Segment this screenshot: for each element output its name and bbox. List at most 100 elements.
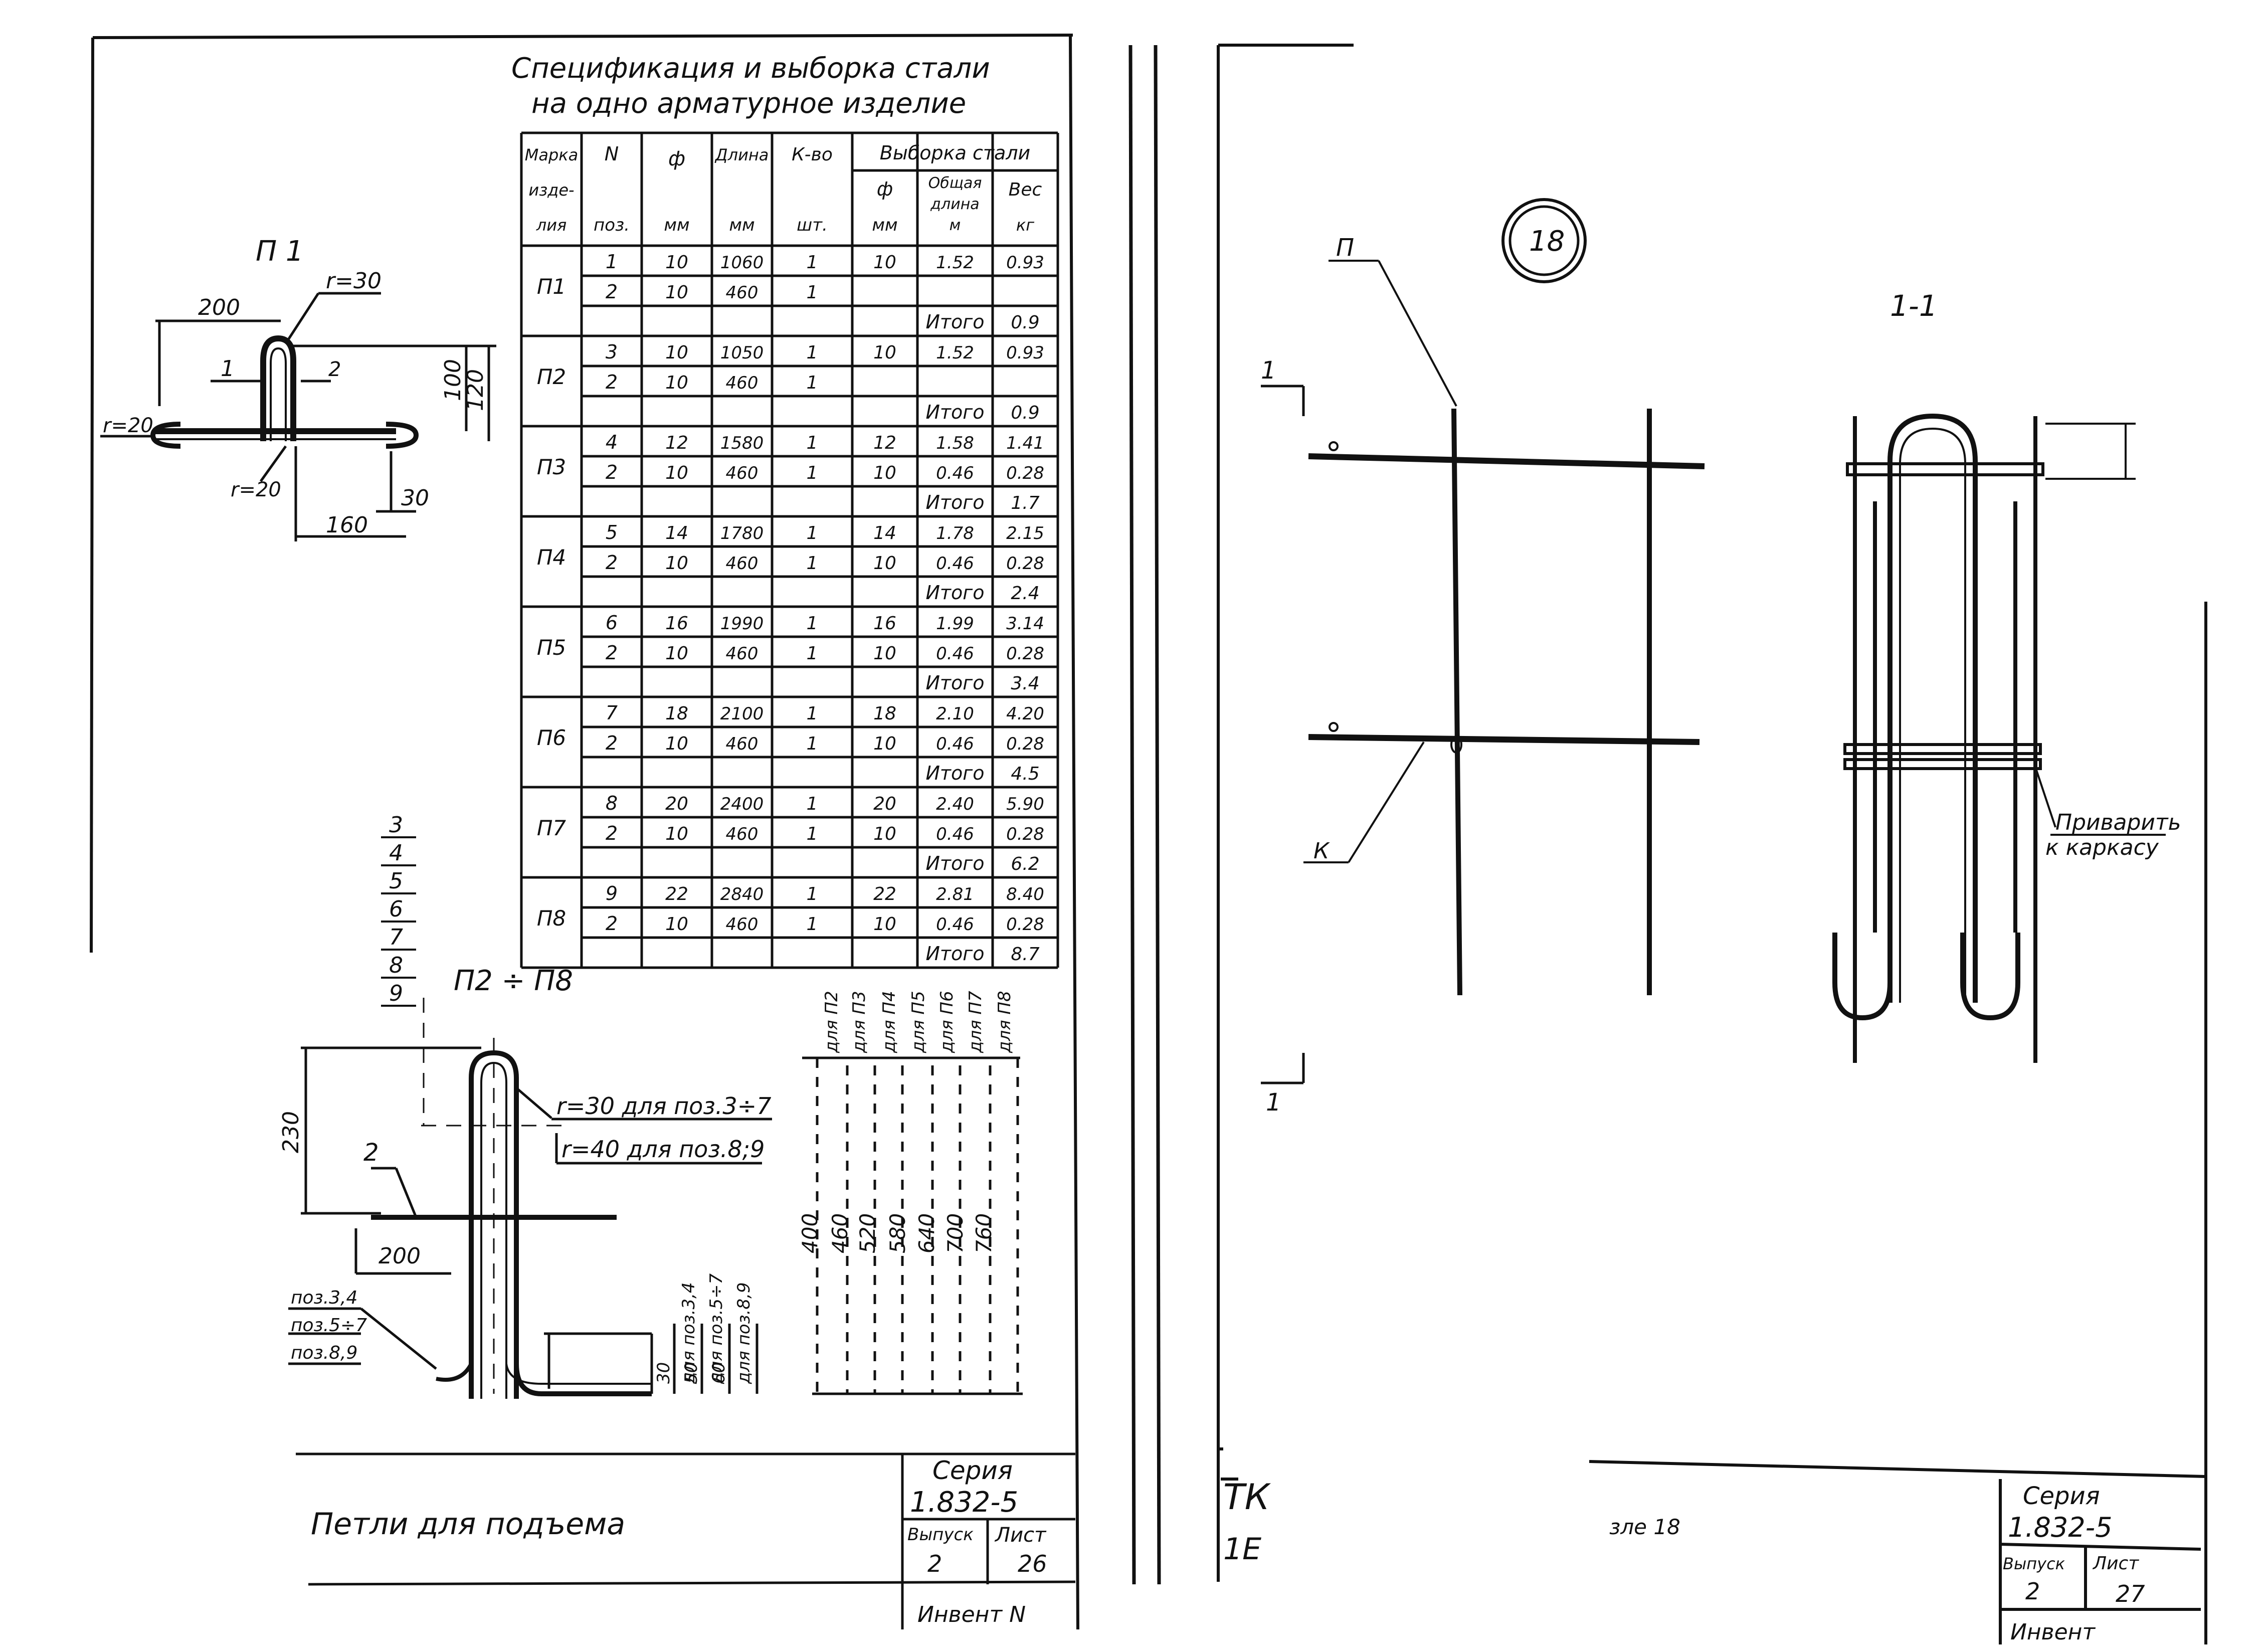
column-value: 580 — [885, 1213, 910, 1253]
cell-weight: 0.28 — [1006, 644, 1044, 664]
cell-dia: 10 — [665, 733, 688, 754]
cell-sel-length: 0.46 — [936, 463, 974, 483]
cell-sel-length: 2.81 — [936, 884, 974, 904]
p2p8-note-r40: r=40 для поз.8;9 — [561, 1136, 765, 1163]
column-label: для П4 — [879, 991, 899, 1053]
total-label: Итого — [925, 672, 984, 694]
left-inv: Инвент N — [917, 1602, 1026, 1627]
p1-dim-30: 30 — [401, 485, 429, 511]
weld-note-line2: к каркасу — [2045, 835, 2159, 860]
cell-dia: 10 — [665, 373, 688, 393]
cell-pos: 4 — [606, 431, 618, 453]
cell-length: 2100 — [720, 704, 764, 724]
cell-length: 1580 — [720, 433, 764, 453]
cell-sel-length: 0.46 — [936, 734, 974, 754]
cell-qty: 1 — [807, 553, 818, 574]
cell-weight: 8.40 — [1006, 884, 1044, 904]
cell-length: 460 — [726, 914, 759, 935]
cell-sel-length: 1.99 — [936, 614, 974, 634]
cell-qty: 1 — [807, 914, 818, 935]
cell-dia: 10 — [665, 463, 688, 483]
left-sheet-frame — [90, 34, 1079, 1630]
right-issue-label: Выпуск — [2003, 1554, 2065, 1573]
cell-sel-dia: 14 — [873, 523, 896, 543]
cell-dia: 10 — [665, 342, 688, 363]
column-label: для П7 — [966, 991, 986, 1053]
cell-length: 460 — [726, 283, 759, 303]
cell-qty: 1 — [807, 703, 818, 724]
pos-list-item: 4 — [389, 840, 403, 866]
hdr-selection: Выборка стали — [880, 142, 1031, 164]
total-label: Итого — [925, 311, 984, 333]
total-value: 4.5 — [1011, 764, 1039, 784]
total-value: 6.2 — [1011, 854, 1039, 874]
spec-title-line1: Спецификация и выборка стали — [511, 52, 990, 85]
column-value: 760 — [972, 1213, 996, 1253]
label-p: П — [1336, 234, 1354, 262]
p1-r20b: r=20 — [231, 478, 281, 501]
cell-dia: 10 — [665, 643, 688, 664]
p2p8-note-r30: r=30 для поз.3÷7 — [556, 1092, 772, 1120]
cell-pos: 2 — [606, 461, 618, 483]
right-series-label: Серия — [2023, 1482, 2100, 1510]
cell-pos: 7 — [606, 702, 618, 724]
cell-sel-length: 1.52 — [936, 253, 974, 273]
cell-sel-length: 2.40 — [936, 794, 974, 814]
cell-sel-length: 0.46 — [936, 824, 974, 844]
hdr-sel-weight: кг — [1016, 216, 1034, 235]
cell-pos: 1 — [606, 251, 618, 273]
right-sheet-label: Лист — [2092, 1553, 2139, 1574]
cell-qty: 1 — [807, 733, 818, 754]
mark-cell: П7 — [537, 816, 566, 840]
bend-label: поз.8,9 — [291, 1343, 357, 1363]
right-issue: 2 — [2025, 1578, 2040, 1605]
pos-list-item: 7 — [389, 925, 403, 950]
cell-dia: 12 — [665, 433, 688, 453]
bend-label: поз.5÷7 — [291, 1315, 367, 1336]
mark-cell: П3 — [537, 455, 566, 479]
cell-length: 1050 — [720, 343, 764, 363]
right-frag-2: 1Е — [1223, 1532, 1261, 1567]
cell-length: 460 — [726, 373, 759, 393]
cell-length: 460 — [726, 644, 759, 664]
cell-length: 460 — [726, 824, 759, 844]
cell-qty: 1 — [807, 794, 818, 814]
cell-dia: 14 — [665, 523, 688, 543]
cell-pos: 2 — [606, 281, 618, 303]
cell-length: 2400 — [720, 794, 764, 814]
cell-weight: 0.28 — [1006, 734, 1044, 754]
right-title-fragment: зле 18 — [1609, 1515, 1680, 1539]
p2p8-dim-200: 200 — [379, 1243, 421, 1269]
right-sheet: 27 — [2116, 1580, 2145, 1607]
bend-label: поз.3,4 — [291, 1288, 357, 1308]
column-label: для П3 — [849, 991, 869, 1053]
p1-dim-120: 120 — [463, 369, 488, 411]
hdr-sel-total-length: Общая — [928, 174, 982, 192]
total-label: Итого — [925, 762, 984, 784]
cell-dia: 10 — [665, 553, 688, 574]
cell-sel-dia: 10 — [873, 553, 896, 574]
right-circle-marker: 18 — [1501, 198, 1587, 283]
cell-dia: 10 — [665, 252, 688, 273]
p2p8-title: П2 ÷ П8 — [454, 965, 573, 997]
hdr-pos: N — [605, 143, 619, 165]
cell-pos: 6 — [606, 612, 618, 634]
sheet-separator — [1128, 45, 1161, 1585]
hdr-mark: изде- — [528, 180, 574, 200]
cell-weight: 5.90 — [1006, 794, 1044, 814]
cell-sel-length: 0.46 — [936, 914, 974, 935]
total-label: Итого — [925, 943, 984, 965]
column-label: для П2 — [822, 991, 842, 1053]
cell-dia: 10 — [665, 914, 688, 935]
cell-sel-length: 1.58 — [936, 433, 974, 453]
cell-qty: 1 — [807, 824, 818, 844]
cell-weight: 1.41 — [1006, 433, 1044, 453]
circle-number: 18 — [1529, 225, 1565, 258]
total-value: 3.4 — [1011, 673, 1039, 694]
cell-dia: 18 — [665, 703, 688, 724]
cell-qty: 1 — [807, 282, 818, 303]
cell-qty: 1 — [807, 884, 818, 904]
column-value: 400 — [798, 1213, 822, 1253]
cell-weight: 0.93 — [1006, 253, 1044, 273]
